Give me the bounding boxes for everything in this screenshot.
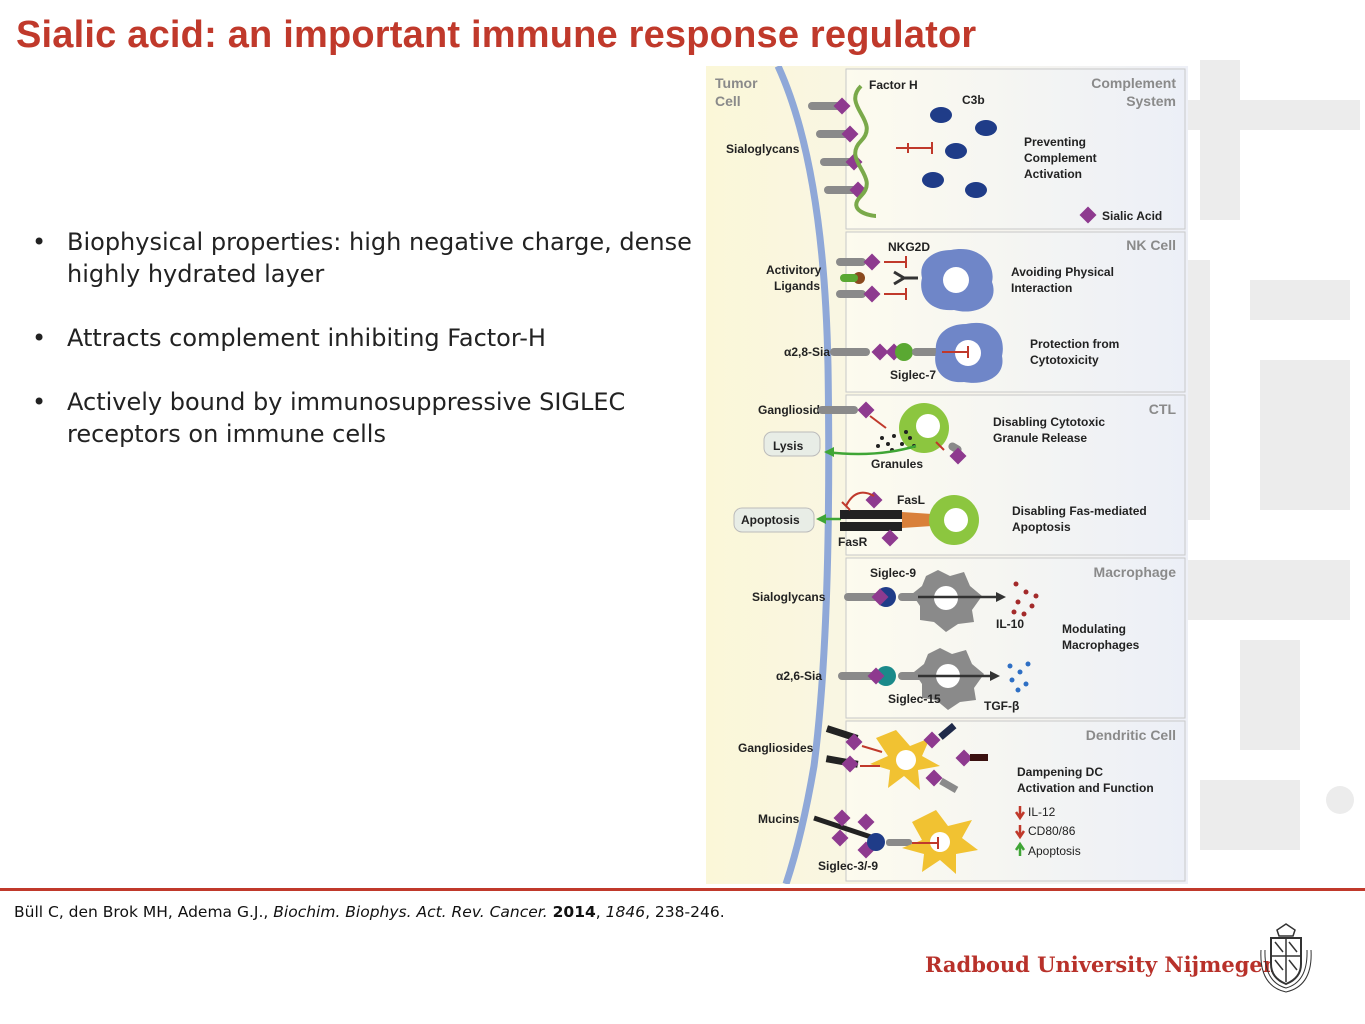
bullet-item: • Actively bound by immunosuppressive SIG…: [30, 386, 700, 450]
label-gangliosides: Gangliosides: [758, 403, 834, 417]
effect-text: Avoiding Physical: [1011, 265, 1114, 279]
university-logo-text: Radboud University Nijmegen: [925, 952, 1279, 977]
c3b-particles: [922, 107, 997, 198]
effect-text: Apoptosis: [1012, 520, 1071, 534]
activate-arrow-icon: [824, 447, 834, 457]
panel-title: Dendritic Cell: [1086, 727, 1176, 743]
activate-arrow-icon: [816, 514, 826, 524]
label-granules: Granules: [871, 457, 923, 471]
footer-divider: [0, 888, 1365, 891]
bullet-text: Biophysical properties: high negative ch…: [67, 228, 692, 288]
marker-text: IL-12: [1028, 805, 1056, 819]
label-siglec-15: Siglec-15: [888, 692, 941, 706]
nk-cell-icon: [921, 248, 994, 312]
bullet-list: • Biophysical properties: high negative c…: [30, 226, 700, 482]
panel-title: CTL: [1149, 401, 1177, 417]
effect-text: Interaction: [1011, 281, 1072, 295]
effect-text: Preventing: [1024, 135, 1086, 149]
effect-text: Disabling Cytotoxic: [993, 415, 1105, 429]
effect-text: Cytotoxicity: [1030, 353, 1099, 367]
label-a26-sia: α2,6-Sia: [776, 669, 822, 683]
factor-h-strand: [853, 84, 877, 218]
sialic-acid-diagram: Tumor Cell Complement System Factor H C3…: [706, 66, 1188, 884]
panel-title: Complement: [1091, 75, 1176, 91]
effect-text: Complement: [1024, 151, 1097, 165]
university-seal-icon: [1260, 923, 1312, 993]
label-nkg2d: NKG2D: [888, 240, 930, 254]
effect-text: Macrophages: [1062, 638, 1140, 652]
sialoglycan-stalks: [808, 102, 858, 194]
label-fasr: FasR: [838, 535, 868, 549]
label-factor-h: Factor H: [869, 78, 918, 92]
citation-authors: Büll C, den Brok MH, Adema G.J.,: [14, 903, 274, 921]
effect-text: Granule Release: [993, 431, 1087, 445]
macrophage-cell-icon: [914, 648, 984, 710]
citation-year: 2014: [552, 903, 596, 921]
effect-text: Dampening DC: [1017, 765, 1103, 779]
label-gangliosides: Gangliosides: [738, 741, 814, 755]
bullet-item: • Biophysical properties: high negative c…: [30, 226, 700, 290]
panel-title: Macrophage: [1094, 564, 1177, 580]
effect-text: Activation: [1024, 167, 1082, 181]
label-il10: IL-10: [996, 617, 1024, 631]
tumor-membrane: [774, 66, 833, 884]
ctl-cell-icon: [929, 495, 979, 545]
label-ligands: Ligands: [774, 279, 820, 293]
panel-title: System: [1126, 93, 1176, 109]
label-sialoglycans: Sialoglycans: [752, 590, 826, 604]
bullet-text: Actively bound by immunosuppressive SIGL…: [67, 388, 626, 448]
label-apoptosis: Apoptosis: [741, 513, 800, 527]
il10-dots: [1011, 581, 1039, 617]
bullet-dot-icon: •: [32, 388, 47, 416]
watermark-graphic: [1150, 60, 1360, 850]
effect-text: Disabling Fas-mediated: [1012, 504, 1147, 518]
citation-journal: Biochim. Biophys. Act. Rev. Cancer.: [273, 903, 548, 921]
bullet-dot-icon: •: [32, 228, 47, 256]
label-mucins: Mucins: [758, 812, 800, 826]
panel-title: NK Cell: [1126, 237, 1176, 253]
effect-text: Activation and Function: [1017, 781, 1154, 795]
label-sialoglycans: Sialoglycans: [726, 142, 800, 156]
citation-pages: , 238-246.: [645, 903, 725, 921]
label-fasl: FasL: [897, 493, 925, 507]
legend-label: Sialic Acid: [1102, 209, 1162, 223]
label-lysis: Lysis: [773, 439, 804, 453]
dendritic-cell-icon: [870, 730, 940, 790]
down-arrow-icon: [1014, 806, 1026, 821]
page-title: Sialic acid: an important immune respons…: [16, 14, 977, 56]
effect-text: Modulating: [1062, 622, 1126, 636]
down-arrow-icon: [1014, 825, 1026, 840]
label-siglec-9: Siglec-9: [870, 566, 916, 580]
up-arrow-icon: [1014, 841, 1026, 856]
label-a28-sia: α2,8-Sia: [784, 345, 830, 359]
label-tgfb: TGF-β: [984, 699, 1019, 713]
bullet-item: • Attracts complement inhibiting Factor-H: [30, 322, 700, 354]
label-activitory: Activitory: [766, 263, 822, 277]
label-siglec-7: Siglec-7: [890, 368, 936, 382]
effect-text: Protection from: [1030, 337, 1119, 351]
bullet-text: Attracts complement inhibiting Factor-H: [67, 324, 546, 352]
ctl-cell-icon: [899, 403, 949, 453]
marker-text: Apoptosis: [1028, 844, 1081, 858]
label-siglec-3-9: Siglec-3/-9: [818, 859, 878, 873]
bullet-dot-icon: •: [32, 324, 47, 352]
citation: Büll C, den Brok MH, Adema G.J., Biochim…: [14, 903, 725, 921]
label-c3b: C3b: [962, 93, 985, 107]
panel-nk-cell: [845, 231, 1186, 393]
dendritic-cell-icon: [902, 810, 978, 874]
tgfb-dots: [1007, 661, 1031, 693]
tumor-cell-label: Cell: [715, 93, 741, 109]
tumor-cell-label: Tumor: [715, 75, 758, 91]
marker-text: CD80/86: [1028, 824, 1076, 838]
citation-volume: 1846: [605, 903, 646, 921]
